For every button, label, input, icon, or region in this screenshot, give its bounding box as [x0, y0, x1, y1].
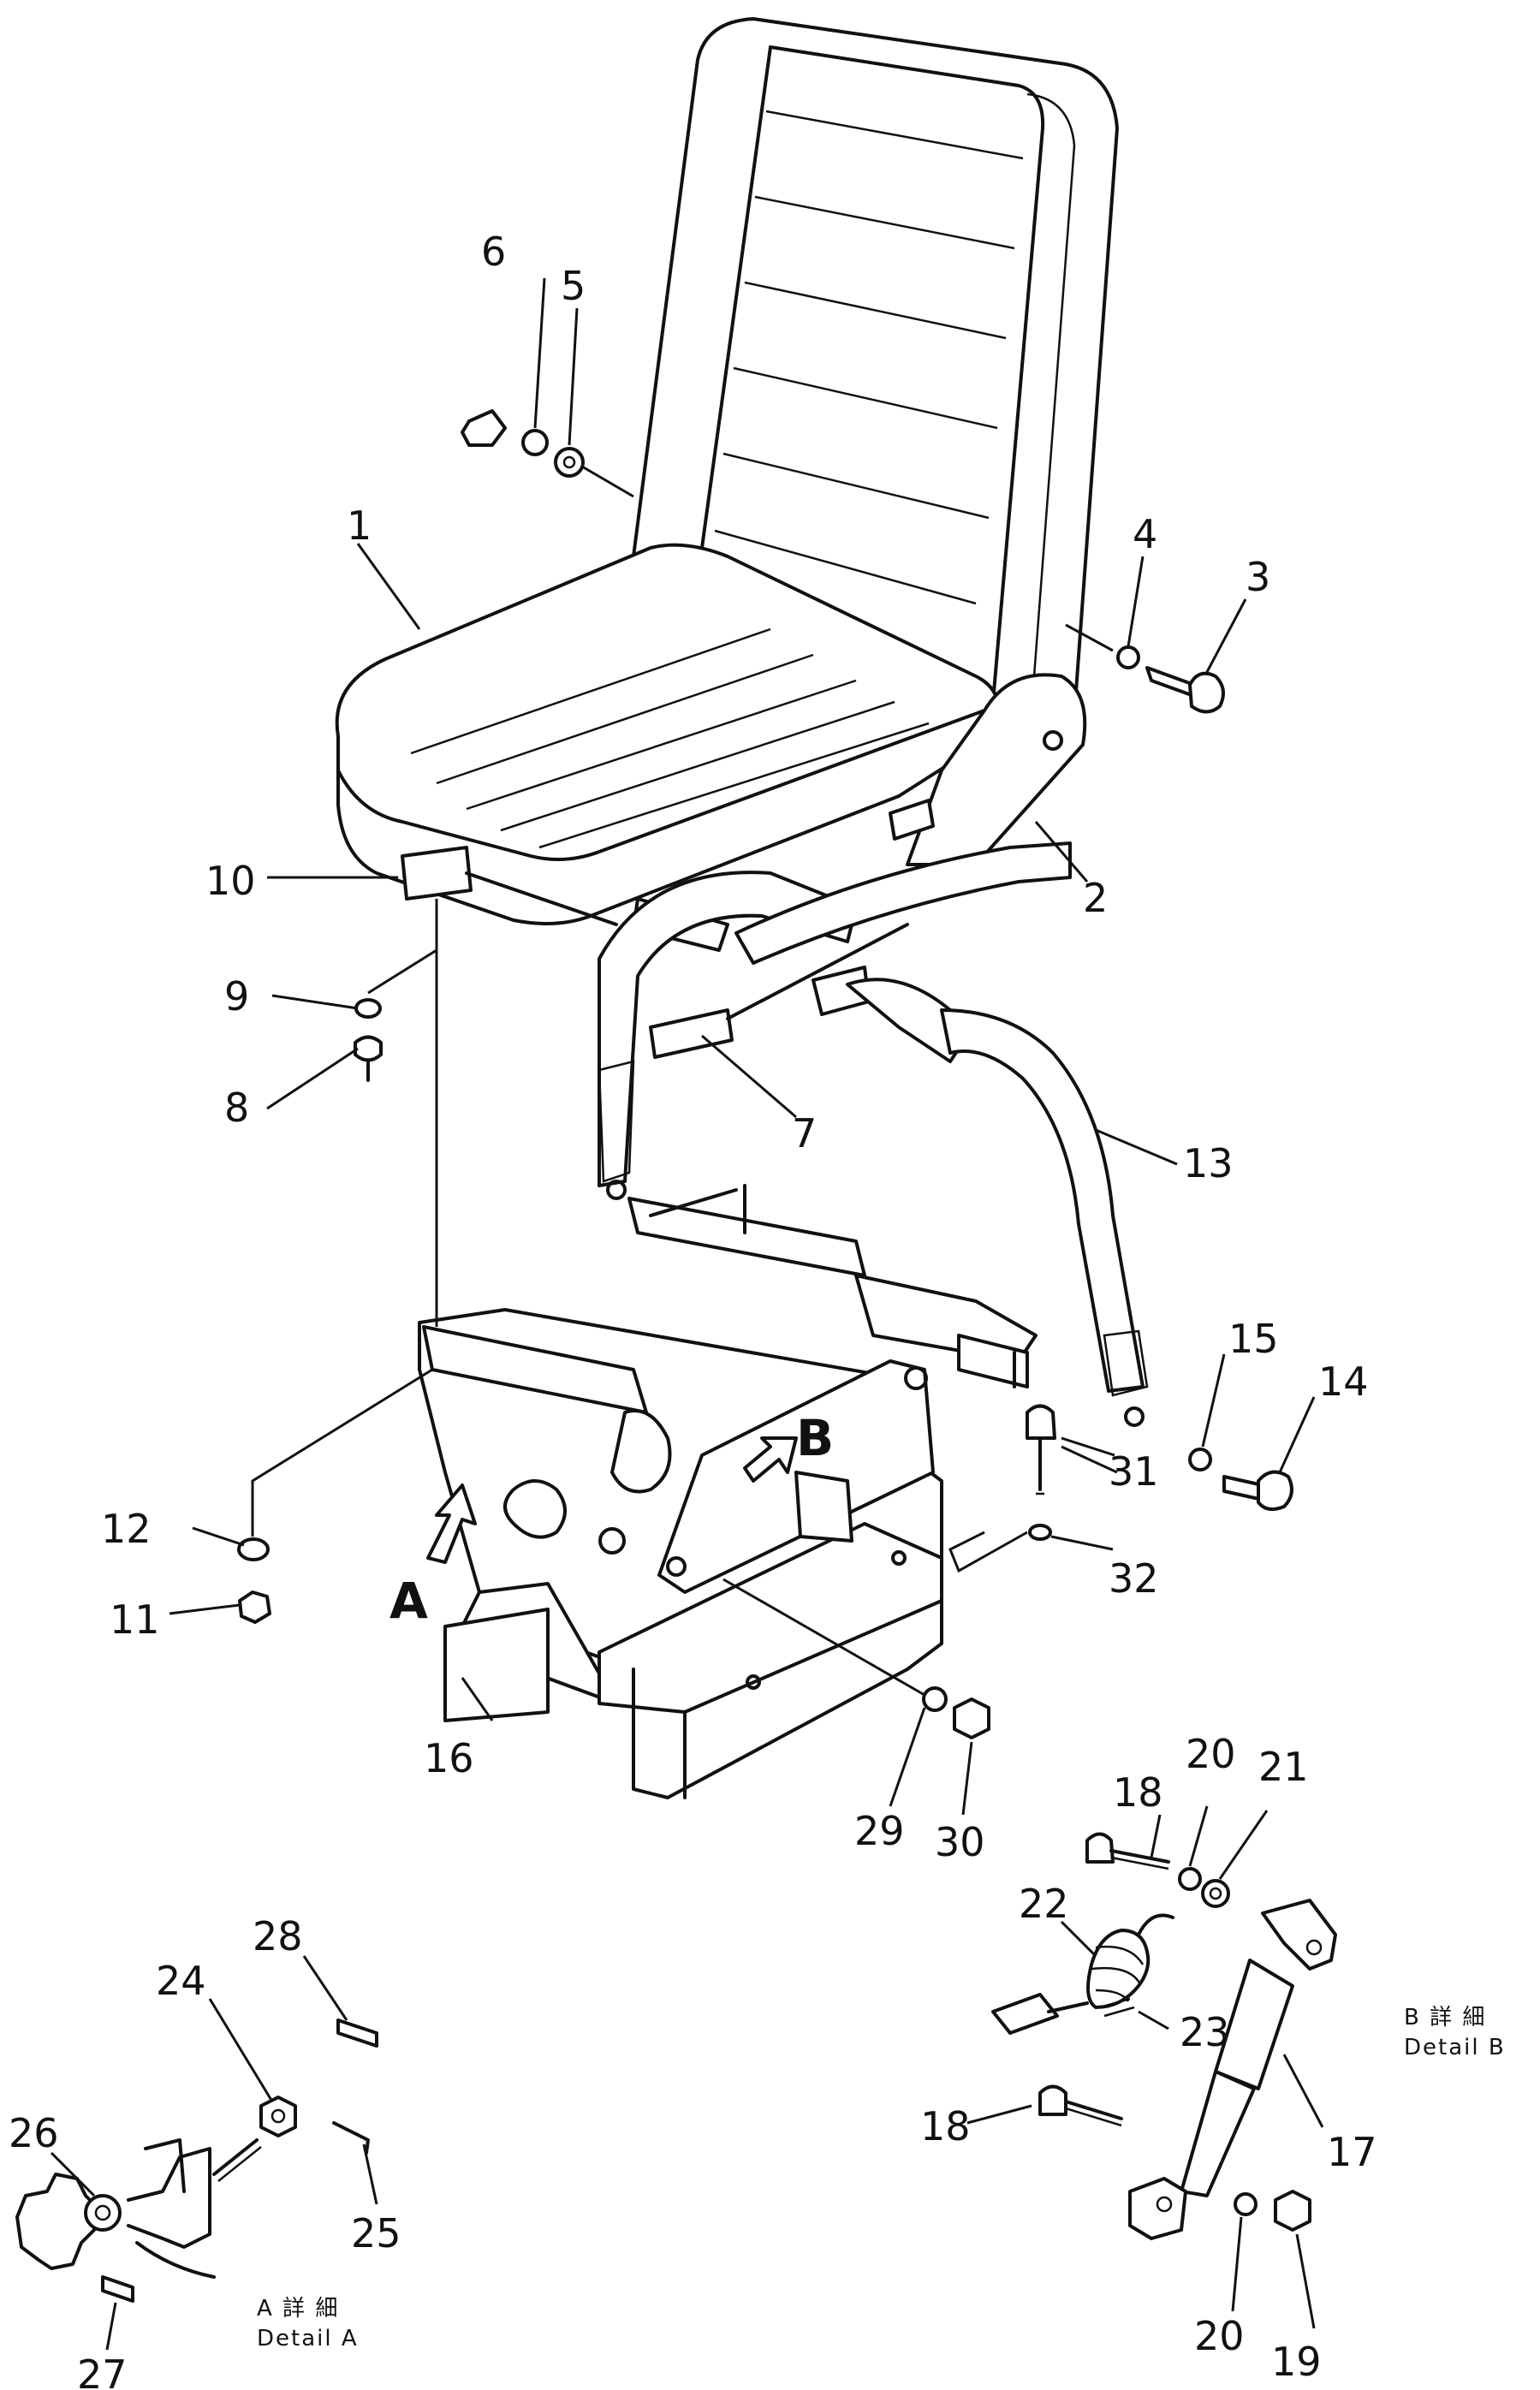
view-arrow-a: A: [389, 1483, 477, 1630]
callout-29: 29: [854, 1808, 905, 1854]
detail-b-label-line1: B 詳 細: [1404, 2005, 1486, 2030]
detail-b-assembly: [966, 1805, 1337, 2329]
callout-10: 10: [205, 858, 256, 904]
hardware-belt: [1188, 1448, 1293, 1512]
callout-14: 14: [1318, 1358, 1369, 1405]
callout-23: 23: [1180, 2009, 1230, 2055]
callout-13: 13: [1183, 1140, 1234, 1186]
callout-4: 4: [1133, 511, 1157, 557]
detail-b-label-line2: Detail B: [1404, 2035, 1506, 2060]
hardware-top-left: [461, 409, 634, 498]
callout-1: 1: [347, 502, 372, 549]
callout-30: 30: [935, 1819, 985, 1865]
recliner-bracket: [889, 673, 1087, 866]
seat-back: [632, 17, 1119, 740]
hardware-rail: [354, 998, 383, 1082]
callout-2: 2: [1083, 875, 1108, 921]
callout-7: 7: [792, 1110, 817, 1156]
view-arrow-b-label: B: [796, 1409, 834, 1467]
detail-a-assembly: [15, 1955, 378, 2351]
callout-21: 21: [1258, 1744, 1309, 1790]
callout-5: 5: [561, 263, 586, 309]
seat-back-stitch-lines: [714, 110, 1024, 605]
callout-32: 32: [1109, 1555, 1159, 1602]
callout-11: 11: [110, 1596, 160, 1643]
view-arrow-a-label: A: [389, 1572, 428, 1630]
callout-18b: 18: [920, 2103, 971, 2149]
hardware-left: [237, 1537, 271, 1624]
callout-20a: 20: [1186, 1731, 1236, 1777]
seat-belt: [598, 841, 1149, 1427]
hardware-31-32: [1026, 1404, 1056, 1541]
view-arrow-b: B: [743, 1409, 834, 1483]
detail-a-label-line2: Detail A: [257, 2326, 359, 2351]
callout-3: 3: [1246, 554, 1270, 600]
detail-a-label: A 詳 細 Detail A: [257, 2296, 359, 2351]
callout-8: 8: [224, 1085, 249, 1131]
callout-9: 9: [224, 973, 249, 1020]
hardware-recliner: [1065, 623, 1225, 714]
callout-6: 6: [481, 229, 506, 275]
callout-12: 12: [101, 1506, 152, 1552]
callout-19: 19: [1271, 2339, 1322, 2385]
callout-27: 27: [77, 2351, 128, 2390]
hardware-29-30: [722, 1578, 990, 1739]
detail-b-label: B 詳 細 Detail B: [1404, 2005, 1506, 2060]
callout-labels: 1 2 3 4 5 6 7 8 9 10 11 12 13 14 15 16 1…: [9, 229, 1377, 2390]
callout-15: 15: [1228, 1316, 1279, 1362]
callout-26: 26: [9, 2110, 59, 2156]
callout-28: 28: [253, 1913, 303, 1959]
callout-17: 17: [1327, 2129, 1377, 2175]
callout-20b: 20: [1194, 2313, 1245, 2359]
seat-cushion-stitch-lines: [410, 627, 930, 849]
callout-31: 31: [1109, 1448, 1159, 1495]
callout-24: 24: [156, 1958, 206, 2004]
suspension-assembly: [418, 1184, 1038, 1799]
detail-a-label-line1: A 詳 細: [257, 2296, 339, 2322]
leader-lines: [169, 277, 1316, 1816]
callout-16: 16: [424, 1735, 474, 1781]
callout-18a: 18: [1113, 1769, 1163, 1816]
callout-22: 22: [1019, 1881, 1069, 1927]
callout-25: 25: [351, 2210, 401, 2256]
